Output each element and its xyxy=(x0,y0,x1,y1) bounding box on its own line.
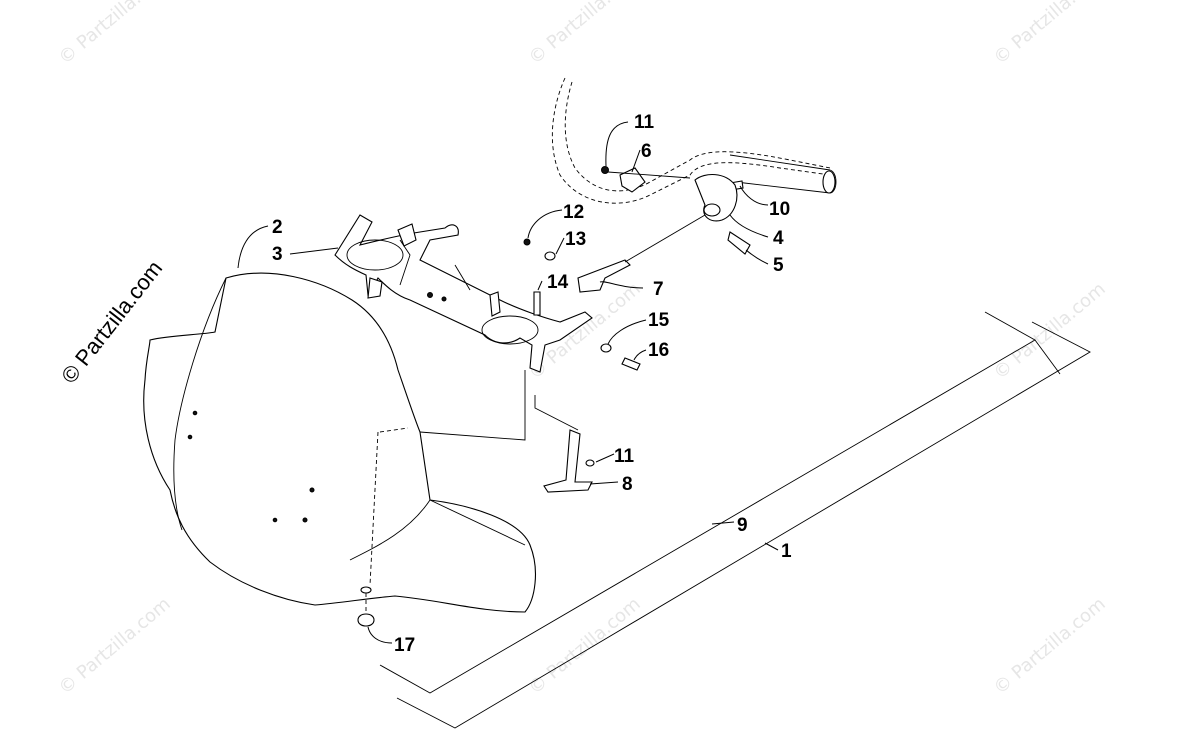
watermark: © Partzilla.com xyxy=(525,0,645,69)
strap-7 xyxy=(577,214,706,293)
leader-lines xyxy=(237,121,779,644)
callout-6: 6 xyxy=(641,141,652,162)
fastener-17 xyxy=(357,586,375,627)
watermark: © Partzilla.com xyxy=(990,0,1110,69)
callout-5: 5 xyxy=(773,255,784,276)
callout-1: 1 xyxy=(781,541,792,562)
callout-12: 12 xyxy=(563,202,584,223)
callout-3: 3 xyxy=(272,244,283,265)
watermark: © Partzilla.com xyxy=(990,593,1110,698)
callout-2: 2 xyxy=(272,217,283,238)
callout-13: 13 xyxy=(565,229,586,250)
small-hardware xyxy=(523,166,751,371)
callout-7: 7 xyxy=(653,279,664,300)
watermark: © Partzilla.com xyxy=(525,593,645,698)
callout-9: 9 xyxy=(737,515,748,536)
callout-10: 10 xyxy=(769,199,790,220)
lower-bracket-8 xyxy=(534,395,595,493)
callout-15: 15 xyxy=(648,310,670,331)
watermark: © Partzilla.com xyxy=(55,593,175,698)
callouts: 1 2 3 4 5 6 7 8 9 10 11 11 12 13 14 15 1… xyxy=(272,112,792,656)
callout-8: 8 xyxy=(622,474,633,495)
callout-11-bottom: 11 xyxy=(614,446,635,467)
callout-14: 14 xyxy=(547,272,569,293)
callout-11-top: 11 xyxy=(634,112,655,133)
windshield xyxy=(143,272,536,613)
callout-4: 4 xyxy=(773,228,784,249)
assembly-bracket-lines xyxy=(379,311,1091,729)
watermark: © Partzilla.com xyxy=(55,0,175,69)
callout-16: 16 xyxy=(648,340,669,361)
callout-17: 17 xyxy=(394,635,415,656)
mounting-bracket xyxy=(334,214,593,373)
handlebar-outline xyxy=(551,77,837,204)
